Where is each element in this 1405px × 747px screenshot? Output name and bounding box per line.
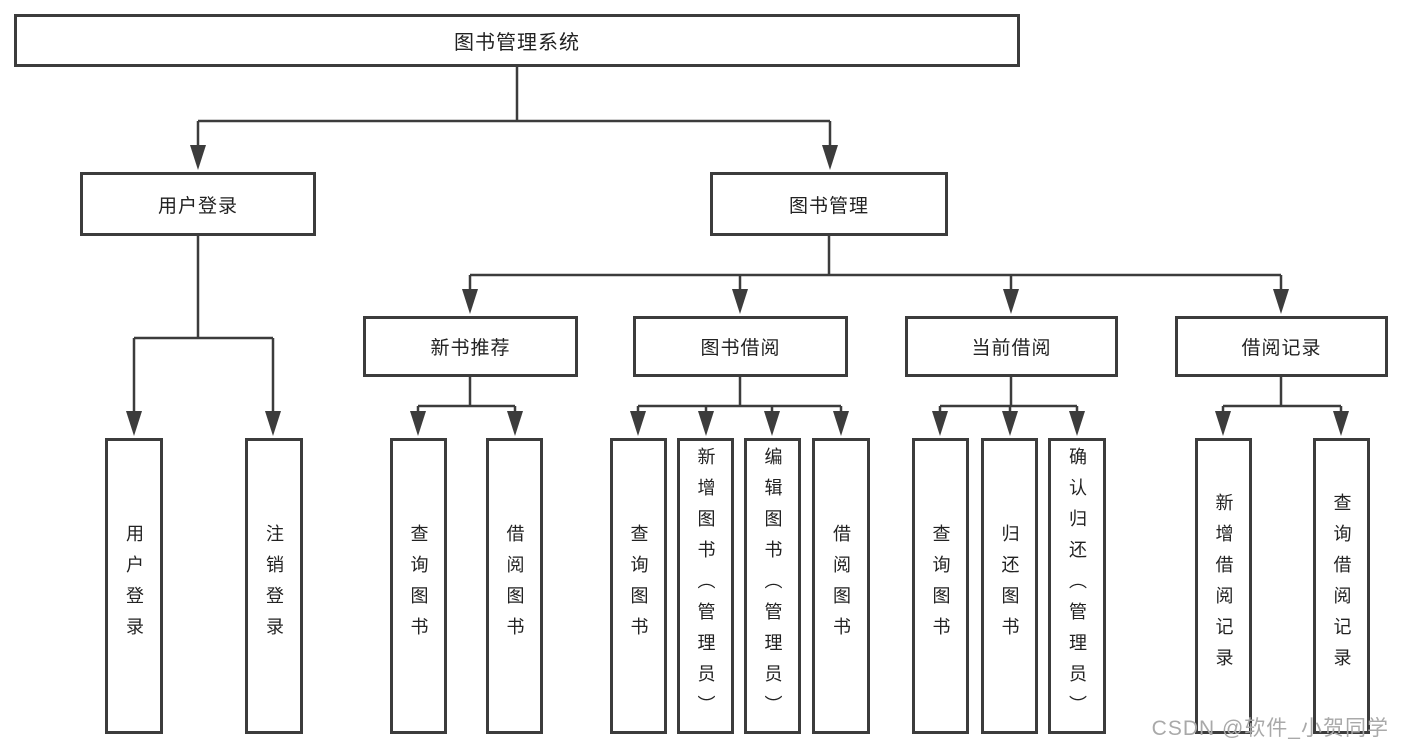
node-label: 查询图书 bbox=[930, 524, 951, 648]
node-leaf-user-login: 用户登录 bbox=[105, 438, 163, 734]
node-label: 查询图书 bbox=[408, 524, 429, 648]
connector-borrowrecords-to-leaves bbox=[1215, 377, 1349, 436]
node-label: 借阅记录 bbox=[1241, 338, 1322, 359]
node-label: 查询图书 bbox=[628, 524, 649, 648]
node-library-system: 图书管理系统 bbox=[14, 14, 1020, 67]
node-label: 新增图书（管理员） bbox=[695, 446, 716, 726]
node-leaf-logout: 注销登录 bbox=[245, 438, 303, 734]
node-label: 查询借阅记录 bbox=[1331, 493, 1352, 679]
node-book-borrowing: 图书借阅 bbox=[633, 316, 848, 377]
connector-userlogin-to-leaves bbox=[126, 236, 281, 436]
node-leaf-borrow-books-rec: 借阅图书 bbox=[486, 438, 543, 734]
node-label: 确认归还（管理员） bbox=[1067, 446, 1087, 726]
node-book-management-branch: 图书管理 bbox=[710, 172, 948, 236]
node-label: 新书推荐 bbox=[430, 338, 511, 359]
node-label: 编辑图书（管理员） bbox=[762, 446, 783, 726]
node-leaf-query-books-rec: 查询图书 bbox=[390, 438, 447, 734]
connector-bookmgmt-to-level3 bbox=[462, 236, 1289, 314]
connector-bookborrow-to-leaves bbox=[630, 377, 849, 436]
node-label: 用户登录 bbox=[157, 195, 238, 217]
node-user-login-branch: 用户登录 bbox=[80, 172, 316, 236]
node-label: 借阅图书 bbox=[504, 524, 525, 648]
node-label: 用户登录 bbox=[124, 524, 144, 648]
node-new-book-recommendation: 新书推荐 bbox=[363, 316, 578, 377]
node-leaf-return-book: 归还图书 bbox=[981, 438, 1038, 734]
node-label: 图书借阅 bbox=[700, 338, 781, 359]
node-label: 注销登录 bbox=[264, 524, 284, 648]
node-label: 借阅图书 bbox=[831, 524, 851, 648]
node-label: 当前借阅 bbox=[971, 338, 1052, 359]
node-label: 图书管理系统 bbox=[454, 32, 580, 54]
node-label: 新增借阅记录 bbox=[1213, 493, 1234, 679]
node-leaf-query-books-current: 查询图书 bbox=[912, 438, 969, 734]
node-leaf-query-books-borrow: 查询图书 bbox=[610, 438, 667, 734]
node-leaf-query-borrow-record: 查询借阅记录 bbox=[1313, 438, 1370, 734]
node-borrowing-records: 借阅记录 bbox=[1175, 316, 1388, 377]
node-leaf-borrow-books: 借阅图书 bbox=[812, 438, 870, 734]
node-current-borrowing: 当前借阅 bbox=[905, 316, 1118, 377]
node-leaf-add-book-admin: 新增图书（管理员） bbox=[677, 438, 734, 734]
node-label: 图书管理 bbox=[788, 195, 869, 217]
node-leaf-add-borrow-record: 新增借阅记录 bbox=[1195, 438, 1252, 734]
csdn-watermark: CSDN @软件_小贺同学 bbox=[1151, 717, 1389, 740]
node-leaf-edit-book-admin: 编辑图书（管理员） bbox=[744, 438, 801, 734]
node-leaf-confirm-return-admin: 确认归还（管理员） bbox=[1048, 438, 1106, 734]
connector-currentborrow-to-leaves bbox=[932, 377, 1085, 436]
connector-root-to-level2 bbox=[190, 66, 838, 170]
node-label: 归还图书 bbox=[999, 524, 1020, 648]
connector-newbookrec-to-leaves bbox=[410, 377, 523, 436]
